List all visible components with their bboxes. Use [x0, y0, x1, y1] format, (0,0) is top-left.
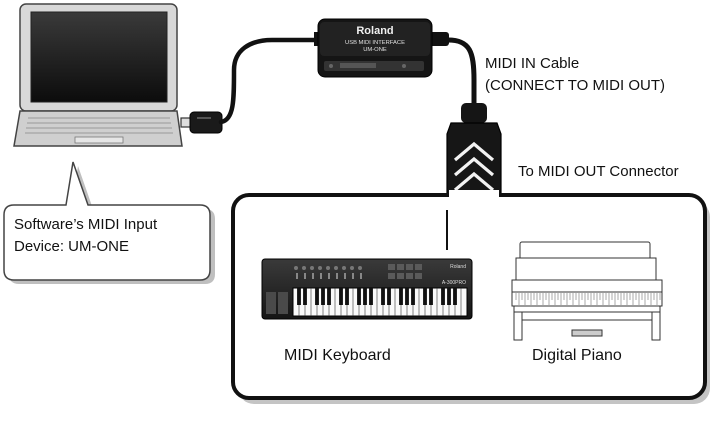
laptop	[13, 3, 183, 147]
interface-brand: Roland	[356, 25, 393, 37]
keyboard-keybed	[292, 287, 468, 317]
interface-line1: USB MIDI INTERFACE	[345, 40, 405, 46]
laptop-keyboard	[25, 117, 173, 134]
bubble-line1: Software’s MIDI Input	[14, 216, 158, 233]
digital-piano	[511, 241, 663, 341]
speech-bubble	[3, 161, 215, 284]
digital-piano-label: Digital Piano	[532, 347, 622, 364]
keyboard-brand: Roland	[450, 264, 466, 270]
usb-cable	[218, 37, 321, 125]
midi-keyboard-label: MIDI Keyboard	[284, 347, 391, 364]
midi-in-cable-label-line2: (CONNECT TO MIDI OUT)	[485, 77, 665, 94]
midi-keyboard: Roland A-300PRO	[261, 258, 473, 320]
um-one-interface: Roland USB MIDI INTERFACE UM-ONE	[314, 18, 449, 78]
midi-in-cable-label: MIDI IN Cable (CONNECT TO MIDI OUT)	[485, 55, 665, 95]
bubble-text: Software’s MIDI Input Device: UM-ONE	[14, 215, 194, 256]
chevron-up-icon	[453, 141, 495, 192]
keyboard-model: A-300PRO	[442, 280, 466, 286]
midi-out-connector-label: To MIDI OUT Connector	[518, 163, 679, 180]
bubble-line2: Device: UM-ONE	[14, 238, 130, 255]
midi-in-cable-label-line1: MIDI IN Cable	[485, 55, 580, 72]
laptop-screen	[30, 11, 168, 103]
midi-cable	[445, 37, 477, 111]
interface-line2: UM-ONE	[363, 47, 387, 53]
usb-plug	[180, 111, 223, 134]
